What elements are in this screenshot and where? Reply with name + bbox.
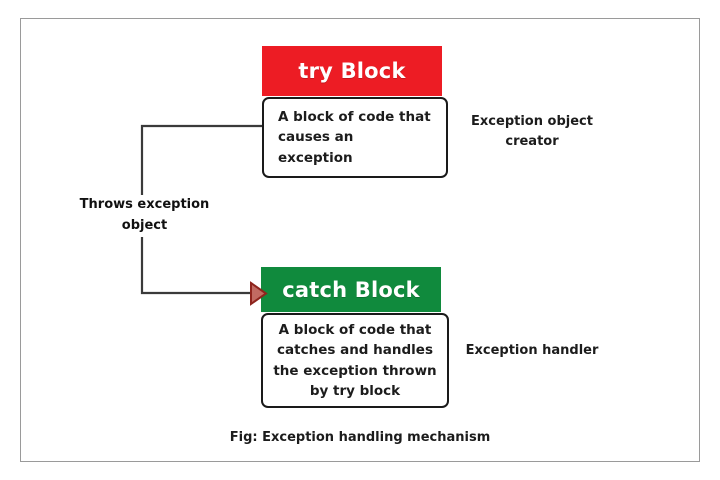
diagram-frame-border [20, 18, 700, 462]
throws-exception-object-label: Throws exception object [62, 195, 227, 237]
catch-block-header: catch Block [261, 267, 441, 312]
exception-handler-label: Exception handler [465, 343, 599, 358]
catch-block-body: A block of code that catches and handles… [261, 313, 449, 408]
try-block-header: try Block [262, 46, 442, 96]
try-block-body: A block of code that causes an exception [262, 97, 448, 178]
exception-object-creator-label: Exception object creator [471, 114, 593, 150]
figure-caption: Fig: Exception handling mechanism [229, 430, 491, 445]
